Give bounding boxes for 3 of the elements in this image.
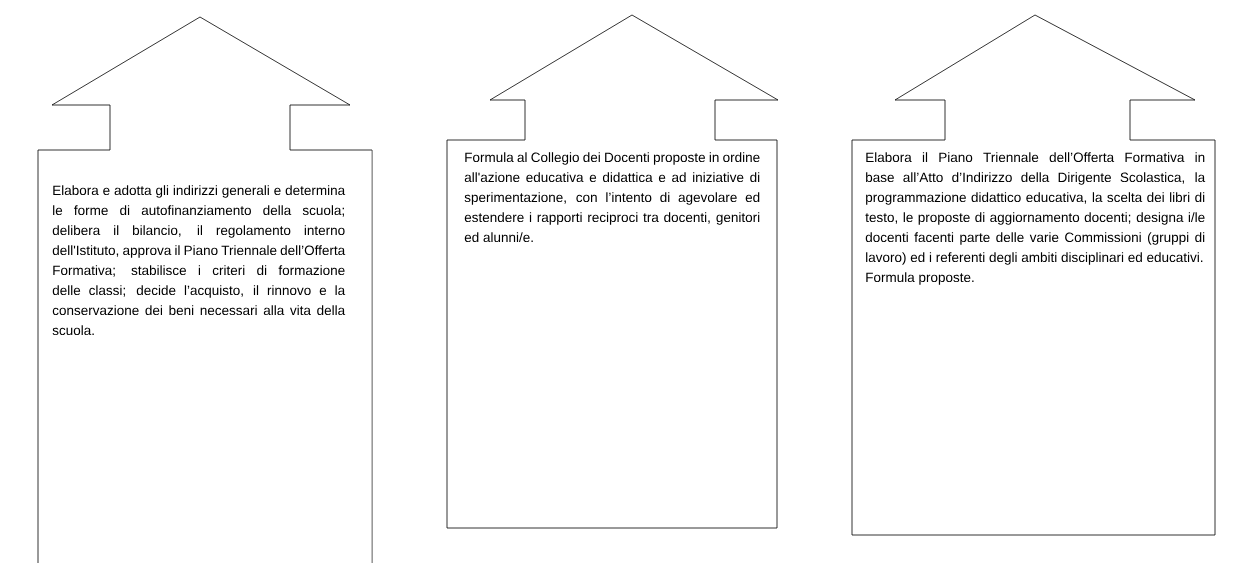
arrow-callout-box: Elabora il Piano Triennale dell’Offerta Formativa in base all’Atto d’Indirizzo della Dirigente Scolastica, la programmazione didattico educativa, la scelta dei libri di testo, le proposte di aggiornamento docenti; designa i/le docenti facenti parte delle varie Commissioni (gruppi di lavoro) ed i referenti degli ambiti disciplinari ed educativi. Formula proposte. bbox=[851, 14, 1216, 536]
arrow-callout-box: Elabora e adotta gli indirizzi generali e determina le forme di autofinanziamento della scuola; delibera il bilancio, il regolamento interno dell'Istituto, approva il Piano Triennale dell’Offerta Formativa; stabilisce i criteri di formazione delle classi; decide l’acquisto, il rinnovo e la conservazione dei beni necessari alla vita della scuola. bbox=[37, 16, 373, 563]
arrow-callout-box: Formula al Collegio dei Docenti proposte in ordine all'azione educativa e didattica e ad iniziative di sperimentazione, con l’intento di agevolare ed estendere i rapporti reciproci tra docenti, genitori ed alunni/e. bbox=[446, 14, 779, 529]
